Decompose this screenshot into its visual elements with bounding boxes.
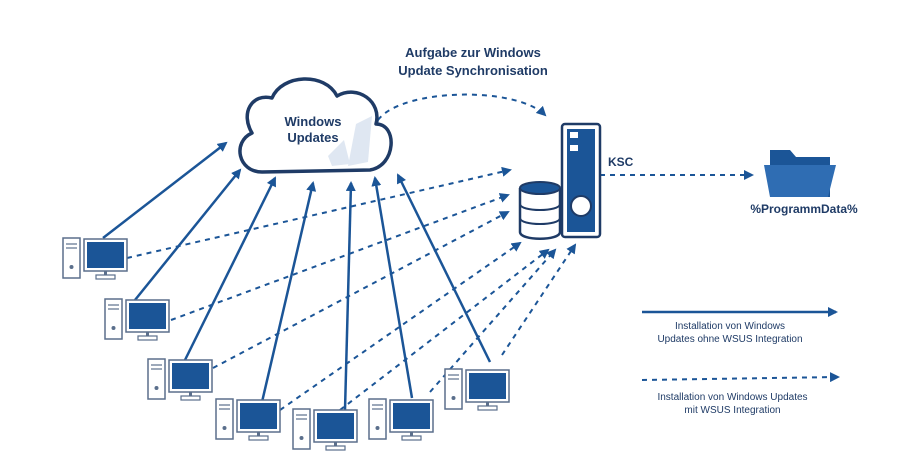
legend-dashed-label: Installation von Windows Updates mit WSU… (630, 391, 835, 417)
folder-icon (764, 150, 836, 197)
dashed-arrow-ws4 (279, 241, 522, 411)
dashed-arrow-ws1 (126, 166, 512, 259)
cloud-label-line2: Updates (287, 130, 339, 145)
solid-arrow-ws6 (371, 176, 414, 399)
legend-dashed-arrow (641, 372, 840, 383)
sync-task-title-line1: Aufgabe zur Windows (405, 45, 541, 60)
solid-arrows (102, 141, 492, 411)
solid-arrow-ws5 (343, 181, 356, 411)
workstation-4 (215, 398, 282, 442)
legend-dashed-line2: mit WSUS Integration (684, 405, 781, 416)
ksc-label: KSC (608, 155, 634, 169)
folder-label: %ProgrammData% (750, 202, 858, 216)
legend-dashed-line1: Installation von Windows Updates (657, 392, 808, 403)
workstation-5 (292, 408, 359, 452)
server-icon (560, 122, 602, 239)
legend-solid-label: Installation von Windows Updates ohne WS… (630, 320, 830, 346)
database-icon (518, 181, 562, 240)
sync-task-title: Aufgabe zur Windows Update Synchronisati… (373, 44, 573, 80)
dashed-arrow-ws3 (212, 211, 510, 369)
sync-task-title-line2: Update Synchronisation (398, 63, 548, 78)
sync-curve-arrow (369, 93, 547, 130)
solid-arrow-ws3 (183, 176, 277, 361)
solid-arrow-ws1 (102, 141, 228, 239)
solid-arrow-ws7 (396, 173, 492, 363)
cloud-label: Windows Updates (268, 114, 358, 146)
dashed-arrow-ws5 (339, 248, 550, 411)
solid-arrow-ws2 (134, 168, 242, 301)
workstation-3 (147, 358, 214, 402)
cloud-label-line1: Windows (284, 114, 342, 129)
workstation-1 (62, 237, 129, 281)
legend-solid-line1: Installation von Windows (674, 321, 786, 332)
cloud-icon (238, 77, 393, 174)
workstation-2 (104, 298, 171, 342)
workstation-6 (368, 398, 435, 442)
workstations (62, 237, 511, 452)
solid-arrow-ws4 (260, 181, 317, 403)
dashed-arrow-ws7 (501, 243, 577, 356)
legend-solid-line2: Updates ohne WSUS Integration (657, 334, 803, 345)
workstation-7 (444, 368, 511, 412)
